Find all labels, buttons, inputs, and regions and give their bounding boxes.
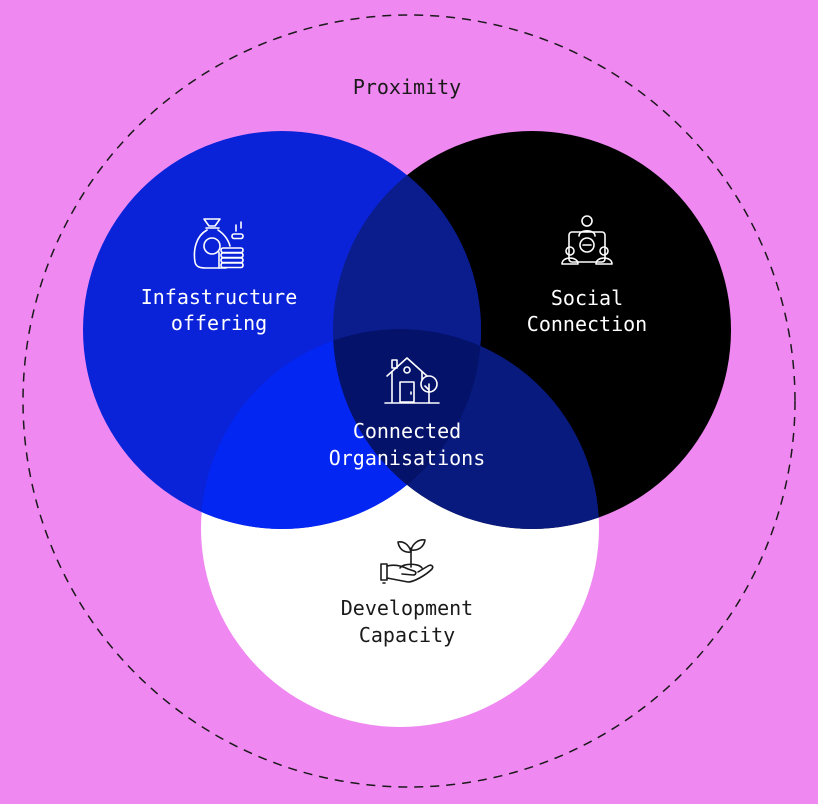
development-label-line2: Capacity bbox=[359, 623, 455, 647]
community-people-icon bbox=[561, 215, 613, 265]
infrastructure-label-line2: offering bbox=[171, 311, 267, 335]
development-label-line1: Development bbox=[341, 596, 473, 620]
infrastructure-label-line1: Infastructure bbox=[141, 285, 298, 309]
center-label-line1: Connected bbox=[353, 419, 461, 443]
proximity-label: Proximity bbox=[353, 75, 461, 99]
social-label-line1: Social bbox=[551, 286, 623, 310]
house-tree-icon bbox=[384, 357, 440, 404]
plant-in-hand-icon bbox=[380, 539, 434, 584]
center-label-line2: Organisations bbox=[329, 446, 486, 470]
proximity-boundary bbox=[22, 14, 796, 788]
money-bag-icon bbox=[193, 218, 244, 269]
social-label-line2: Connection bbox=[527, 312, 647, 336]
